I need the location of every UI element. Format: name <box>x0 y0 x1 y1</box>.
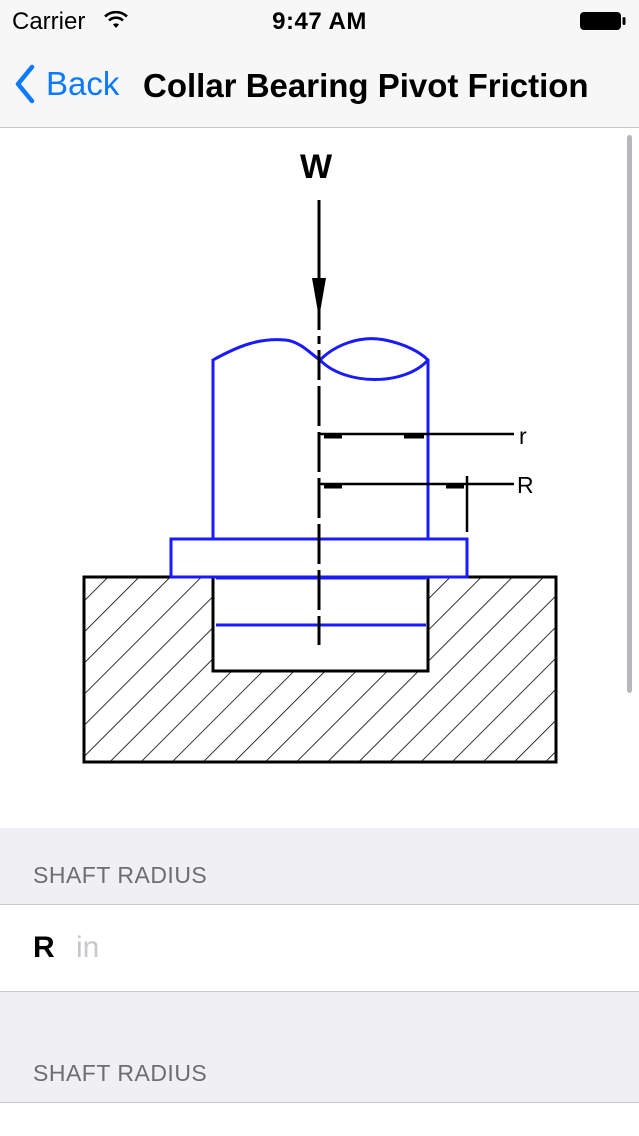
dimension-lines <box>319 432 514 532</box>
navigation-bar: Back Collar Bearing Pivot Friction <box>0 40 639 128</box>
bearing-base <box>82 575 558 764</box>
battery-icon <box>580 12 626 30</box>
collar-bearing-diagram <box>82 200 558 764</box>
back-label: Back <box>46 65 120 102</box>
scroll-indicator[interactable] <box>627 135 632 693</box>
clock: 9:47 AM <box>272 8 367 35</box>
page-title: Collar Bearing Pivot Friction <box>143 67 589 104</box>
inner-radius-label: r <box>519 423 527 449</box>
diagram-panel: W r R <box>0 128 639 828</box>
variable-label: R <box>33 931 55 964</box>
outer-radius-label: R <box>517 472 534 498</box>
input-row-shaft-radius[interactable]: R <box>0 904 639 992</box>
section-header-shaft-radius: SHAFT RADIUS <box>33 862 208 888</box>
chevron-left-icon <box>15 64 35 104</box>
shaft-radius-input[interactable] <box>74 925 618 971</box>
back-button[interactable]: Back <box>14 64 119 104</box>
section-header-shaft-radius-2: SHAFT RADIUS <box>33 1060 208 1086</box>
load-arrow-icon <box>312 278 326 318</box>
load-label: W <box>300 148 333 186</box>
carrier-label: Carrier <box>12 8 86 35</box>
wifi-icon <box>104 10 128 28</box>
input-row-2[interactable] <box>0 1102 639 1136</box>
status-bar: Carrier 9:47 AM <box>0 0 639 40</box>
